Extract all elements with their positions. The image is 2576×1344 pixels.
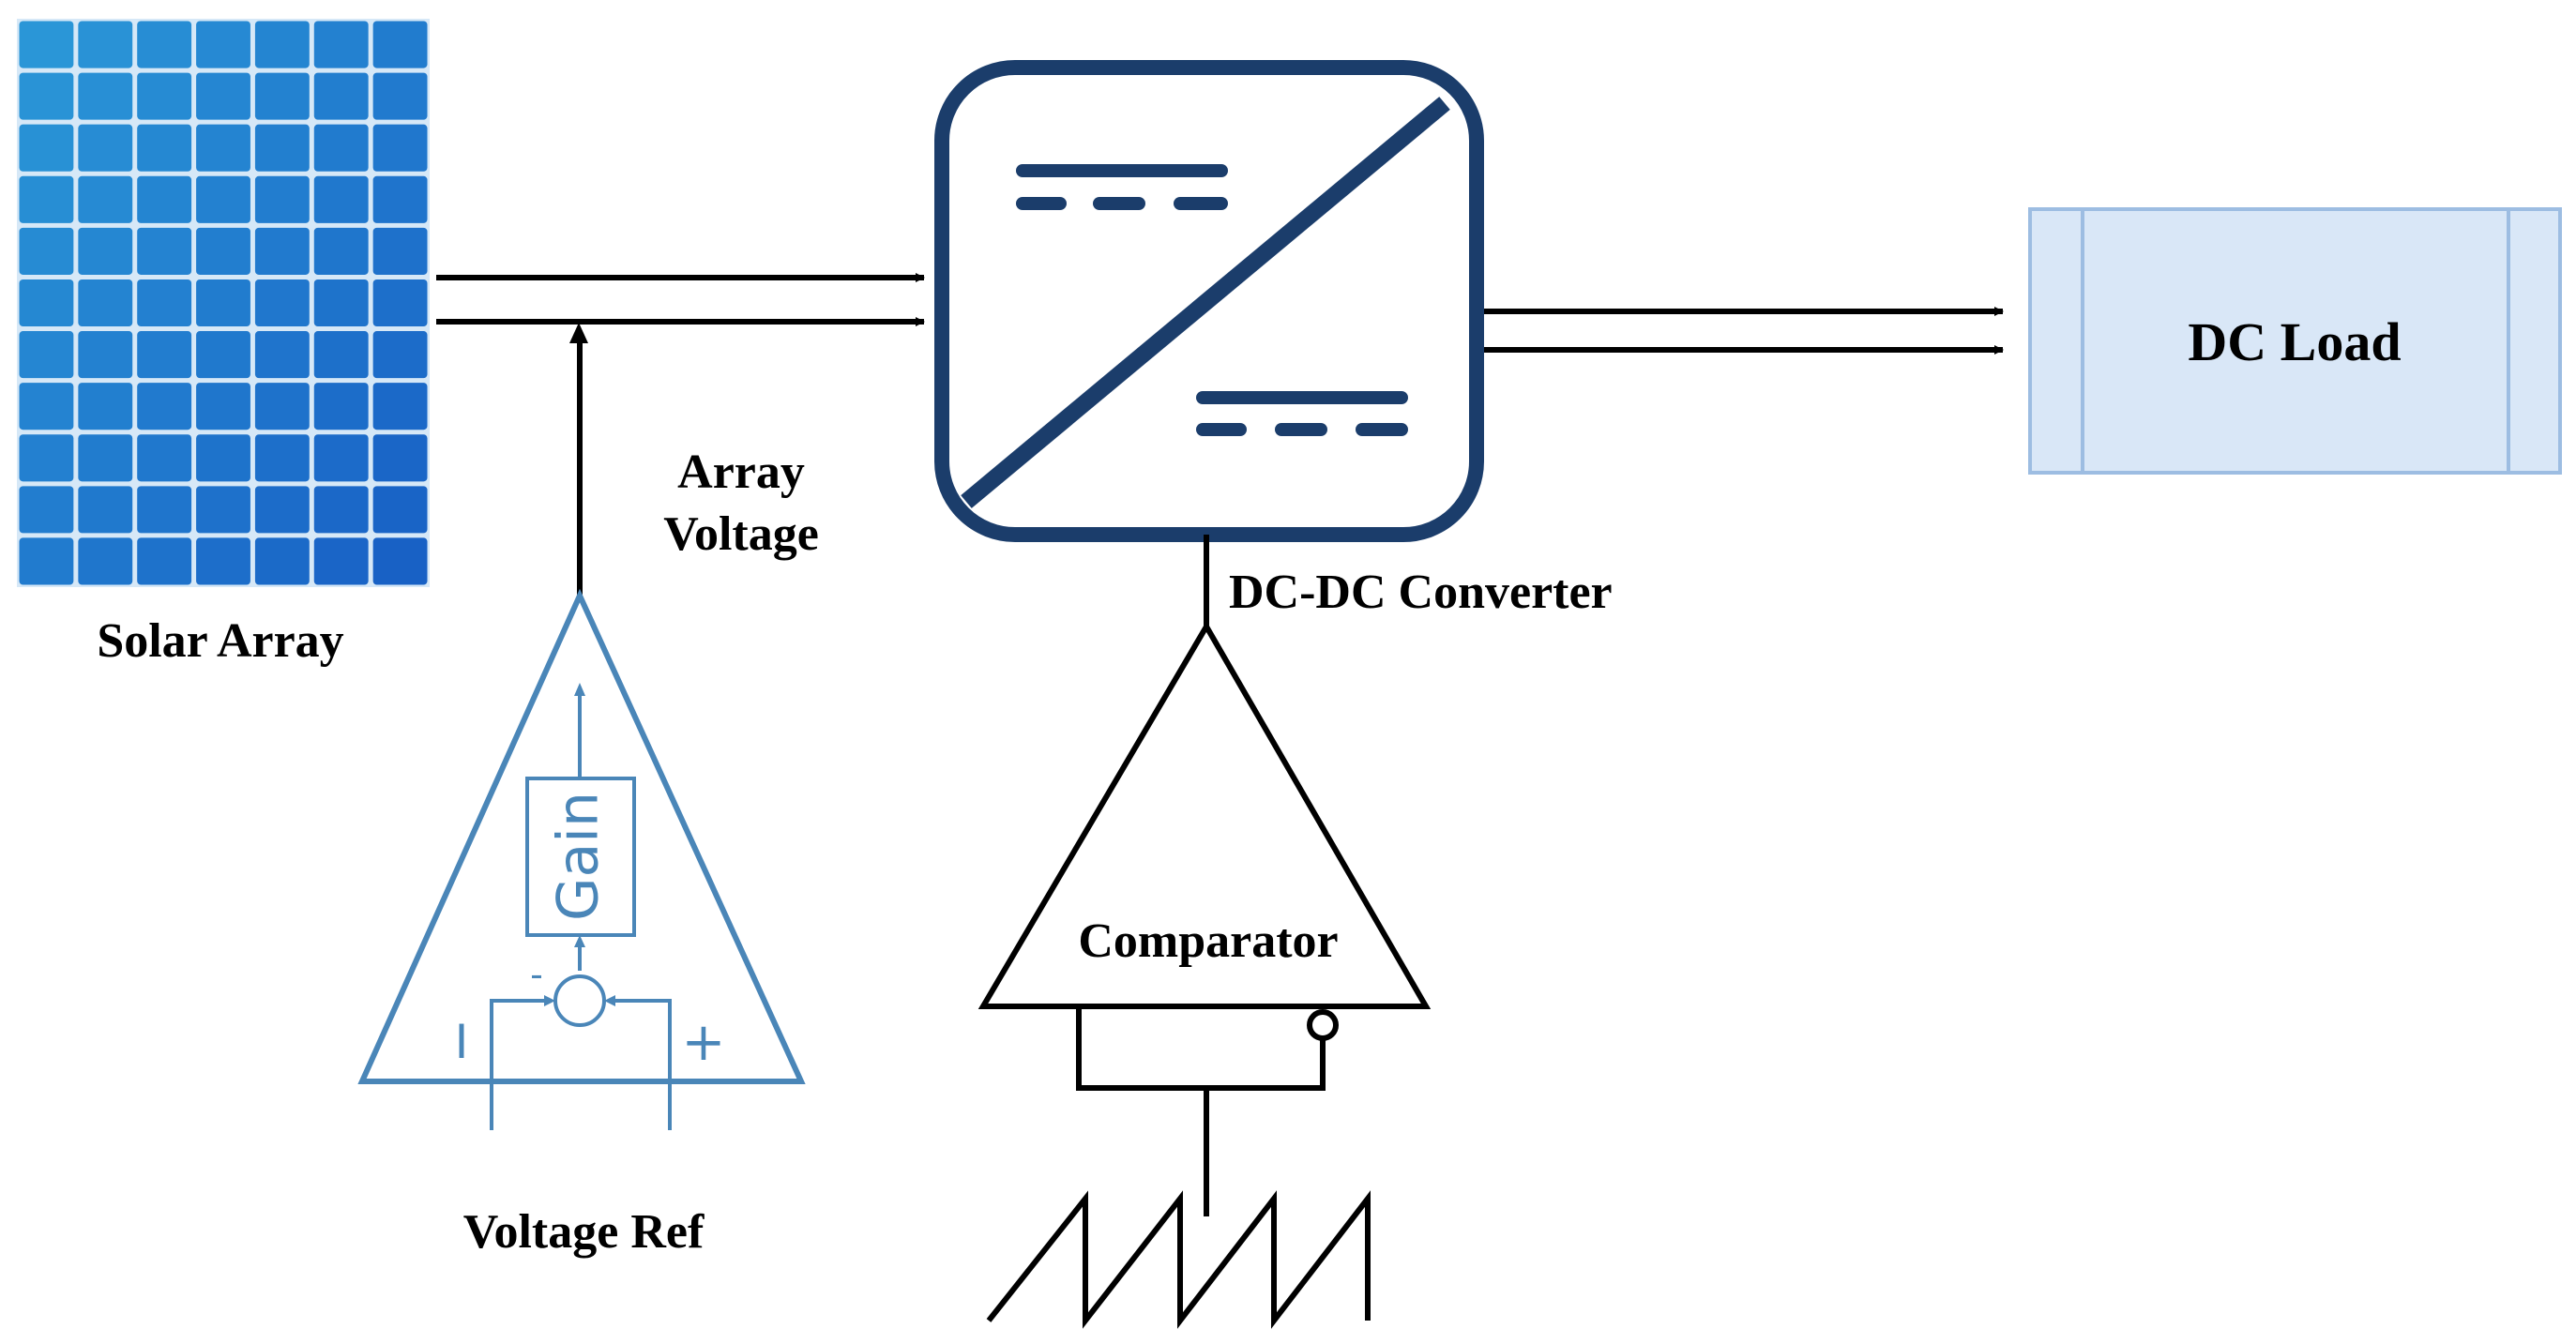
pi-controller: [357, 343, 806, 1130]
solar-cell: [254, 21, 310, 68]
pi-minus-sign: -: [530, 954, 543, 995]
array-voltage-label-line1: Array: [677, 445, 805, 499]
solar-cell: [196, 72, 250, 120]
solar-cell: [254, 175, 310, 223]
solar-cell: [196, 383, 250, 430]
pi-input-i-label: I: [455, 1015, 469, 1069]
solar-cell: [254, 72, 310, 120]
solar-cell: [19, 227, 74, 275]
solar-cell: [137, 383, 192, 430]
solar-cell: [254, 434, 310, 482]
voltage-ref-label: Voltage Ref: [463, 1205, 705, 1259]
solar-cell: [372, 434, 428, 482]
solar-cell: [137, 72, 192, 120]
input-wires: [436, 273, 925, 326]
solar-cell: [313, 72, 369, 120]
solar-cell: [254, 279, 310, 327]
solar-cell: [137, 175, 192, 223]
solar-cell: [196, 486, 250, 534]
solar-cell: [137, 21, 192, 68]
solar-cell: [78, 383, 133, 430]
solar-cell: [313, 124, 369, 172]
solar-cell: [19, 175, 74, 223]
solar-cell: [196, 227, 250, 275]
output-wires: [1484, 307, 2004, 355]
comparator: [977, 535, 1432, 1216]
solar-cell: [372, 21, 428, 68]
solar-cell: [372, 537, 428, 585]
solar-cell: [19, 279, 74, 327]
solar-cell: [372, 175, 428, 223]
solar-cell: [313, 279, 369, 327]
solar-cell: [313, 175, 369, 223]
solar-cell: [313, 227, 369, 275]
solar-cell: [78, 175, 133, 223]
solar-cell: [196, 279, 250, 327]
solar-cell: [196, 124, 250, 172]
solar-cell: [196, 434, 250, 482]
dc-dc-converter-icon: [934, 60, 1484, 542]
solar-cell: [19, 331, 74, 379]
solar-cell: [78, 227, 133, 275]
solar-cell: [78, 21, 133, 68]
solar-cell: [19, 434, 74, 482]
solar-array-label: Solar Array: [97, 614, 343, 668]
solar-cell: [78, 486, 133, 534]
solar-cell: [372, 279, 428, 327]
solar-cell: [313, 537, 369, 585]
array-voltage-label-line2: Voltage: [663, 507, 819, 561]
comparator-label: Comparator: [1078, 914, 1338, 968]
solar-cell: [19, 383, 74, 430]
solar-cell: [78, 331, 133, 379]
solar-cell: [254, 537, 310, 585]
array-voltage-arrowhead: [569, 323, 588, 343]
solar-cell: [137, 537, 192, 585]
solar-cell: [313, 383, 369, 430]
solar-cell: [196, 537, 250, 585]
solar-cell: [254, 124, 310, 172]
solar-cell: [19, 21, 74, 68]
solar-cell: [372, 486, 428, 534]
solar-cell: [313, 21, 369, 68]
solar-cell: [372, 124, 428, 172]
solar-cell: [137, 279, 192, 327]
solar-cell: [196, 331, 250, 379]
solar-cell: [137, 124, 192, 172]
dc-load-label: DC Load: [2188, 311, 2401, 372]
solar-cell: [78, 434, 133, 482]
solar-cell: [196, 175, 250, 223]
solar-cell: [137, 227, 192, 275]
solar-cell: [137, 434, 192, 482]
solar-cell: [196, 21, 250, 68]
solar-cell: [19, 486, 74, 534]
solar-cell: [372, 383, 428, 430]
solar-cell: [78, 72, 133, 120]
solar-cell: [372, 331, 428, 379]
solar-cell: [372, 227, 428, 275]
solar-cell: [254, 383, 310, 430]
solar-panel-icon: [17, 19, 430, 587]
solar-cell: [254, 331, 310, 379]
solar-cell: [254, 486, 310, 534]
solar-cell: [78, 124, 133, 172]
solar-cell: [254, 227, 310, 275]
solar-cell: [313, 434, 369, 482]
solar-cell: [313, 331, 369, 379]
solar-cell: [19, 72, 74, 120]
solar-cell: [19, 124, 74, 172]
solar-cell: [137, 486, 192, 534]
converter-label: DC-DC Converter: [1229, 566, 1613, 619]
dc-load-box: [2028, 207, 2562, 475]
pi-input-plus-label: +: [682, 1012, 726, 1073]
solar-cell: [313, 486, 369, 534]
solar-cell: [19, 537, 74, 585]
solar-cell: [372, 72, 428, 120]
solar-cell: [78, 537, 133, 585]
sawtooth-wave-icon: [986, 1190, 1371, 1329]
solar-cell: [137, 331, 192, 379]
gain-block-label: Gain: [546, 792, 612, 921]
solar-cell: [78, 279, 133, 327]
